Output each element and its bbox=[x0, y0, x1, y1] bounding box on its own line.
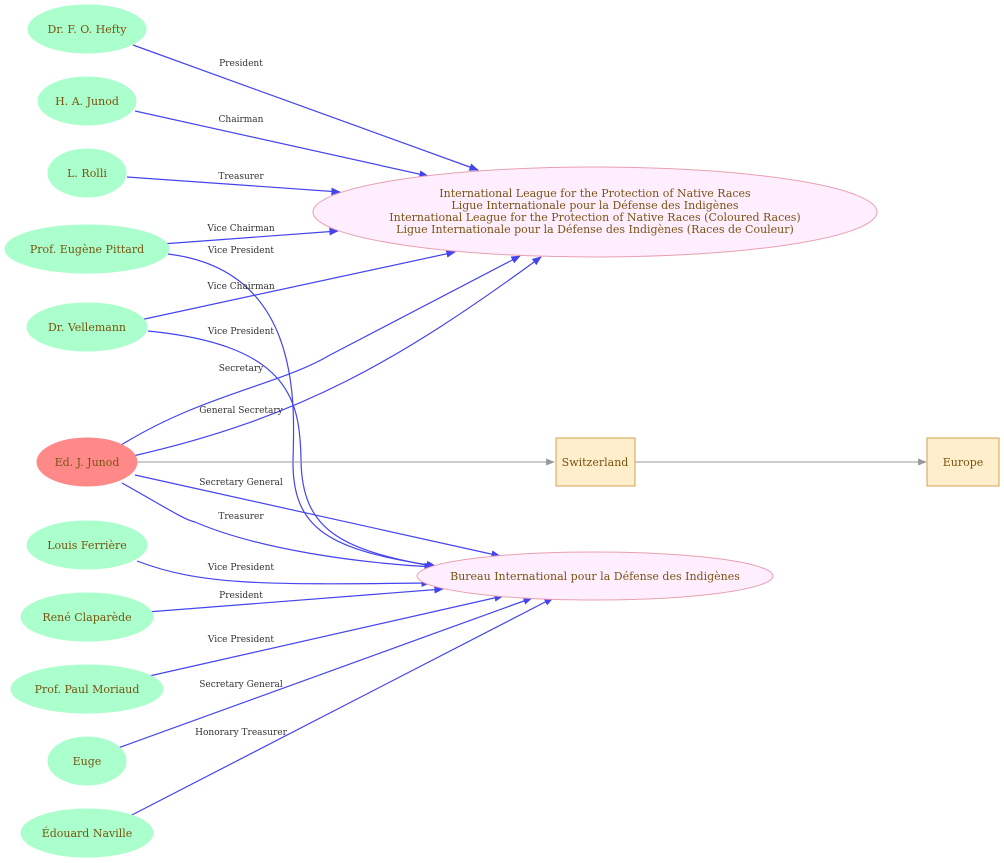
edge-label: Vice Chairman bbox=[206, 282, 275, 292]
node-league[interactable]: International League for the Protection … bbox=[312, 166, 878, 258]
edge-label: Chairman bbox=[219, 115, 264, 125]
edge-labels: President Chairman Treasurer Vice Chairm… bbox=[195, 59, 287, 738]
node-label: Ed. J. Junod bbox=[55, 456, 120, 469]
node-label: Édouard Naville bbox=[42, 826, 133, 840]
node-label: Louis Ferrière bbox=[47, 539, 127, 552]
node-vellemann[interactable]: Dr. Vellemann bbox=[26, 302, 148, 352]
node-label: L. Rolli bbox=[67, 167, 107, 180]
edge-edjunod-bureau-secretary-general bbox=[134, 474, 501, 558]
edge-label: Honorary Treasurer bbox=[195, 728, 287, 738]
place-nodes: Switzerland Europe bbox=[555, 437, 1000, 487]
edge-label: Vice President bbox=[207, 635, 275, 645]
edge-edjunod-league-general-secretary bbox=[132, 256, 542, 457]
edge-label: Vice President bbox=[207, 327, 275, 337]
edge-label: Vice Chairman bbox=[206, 224, 275, 234]
node-label: Dr. Vellemann bbox=[48, 321, 126, 334]
node-switzerland[interactable]: Switzerland bbox=[555, 437, 636, 487]
edge-pittard-league bbox=[161, 227, 339, 245]
node-hefty[interactable]: Dr. F. O. Hefty bbox=[27, 4, 147, 54]
edge-euge-bureau bbox=[117, 597, 533, 749]
node-bureau[interactable]: Bureau International pour la Défense des… bbox=[416, 551, 774, 601]
node-rolli[interactable]: L. Rolli bbox=[47, 148, 127, 198]
person-nodes: Dr. F. O. Hefty H. A. Junod L. Rolli Pro… bbox=[4, 4, 170, 858]
node-hajunod[interactable]: H. A. Junod bbox=[37, 76, 137, 126]
edge-vellemann-bureau bbox=[147, 330, 438, 570]
edge-rolli-league bbox=[126, 176, 341, 196]
node-label: Euge bbox=[73, 755, 102, 768]
node-pittard[interactable]: Prof. Eugène Pittard bbox=[4, 224, 170, 274]
edge-label: President bbox=[219, 591, 263, 601]
node-naville[interactable]: Édouard Naville bbox=[20, 808, 154, 858]
edge-label: Vice President bbox=[207, 563, 275, 573]
node-euge[interactable]: Euge bbox=[47, 736, 127, 786]
organization-nodes: International League for the Protection … bbox=[312, 166, 878, 601]
node-claparede[interactable]: René Claparède bbox=[20, 592, 154, 642]
edge-label: Secretary General bbox=[199, 680, 283, 690]
edge-label: Treasurer bbox=[218, 172, 264, 182]
edge-label: Secretary bbox=[219, 364, 264, 374]
edge-claparede-bureau bbox=[146, 585, 444, 613]
node-label: René Claparède bbox=[42, 611, 131, 624]
node-label-line: International League for the Protection … bbox=[389, 211, 800, 224]
edge-hefty-league bbox=[132, 44, 479, 171]
edge-label: General Secretary bbox=[199, 406, 283, 416]
edge-ferriere-bureau bbox=[136, 560, 431, 587]
node-europe[interactable]: Europe bbox=[926, 437, 1000, 487]
node-label: Europe bbox=[943, 456, 984, 469]
node-label: Switzerland bbox=[562, 456, 629, 469]
edge-pittard-bureau bbox=[167, 253, 436, 569]
node-ferriere[interactable]: Louis Ferrière bbox=[26, 520, 148, 570]
node-label: Prof. Paul Moriaud bbox=[35, 683, 140, 696]
edge-label: Treasurer bbox=[218, 512, 264, 522]
edge-edjunod-bureau-treasurer bbox=[121, 482, 434, 571]
node-label-line: International League for the Protection … bbox=[439, 187, 751, 200]
node-label-line: Ligue Internationale pour la Défense des… bbox=[396, 223, 794, 236]
node-label: H. A. Junod bbox=[55, 95, 119, 108]
edge-label: President bbox=[219, 59, 263, 69]
node-moriaud[interactable]: Prof. Paul Moriaud bbox=[10, 664, 164, 714]
edge-moriaud-bureau bbox=[144, 594, 504, 678]
node-edjunod[interactable]: Ed. J. Junod bbox=[36, 437, 138, 487]
node-label: Prof. Eugène Pittard bbox=[30, 243, 144, 256]
edges bbox=[117, 44, 927, 818]
node-label-line: Ligue Internationale pour la Défense des… bbox=[451, 199, 738, 212]
node-label: Dr. F. O. Hefty bbox=[48, 23, 128, 36]
edge-label: Secretary General bbox=[199, 478, 283, 488]
edge-edjunod-league-secretary bbox=[117, 255, 521, 448]
edge-hajunod-league bbox=[134, 110, 429, 178]
node-label: Bureau International pour la Défense des… bbox=[450, 570, 740, 583]
edge-naville-bureau bbox=[127, 597, 554, 818]
edge-vellemann-league bbox=[139, 250, 456, 321]
edge-label: Vice President bbox=[207, 246, 275, 256]
